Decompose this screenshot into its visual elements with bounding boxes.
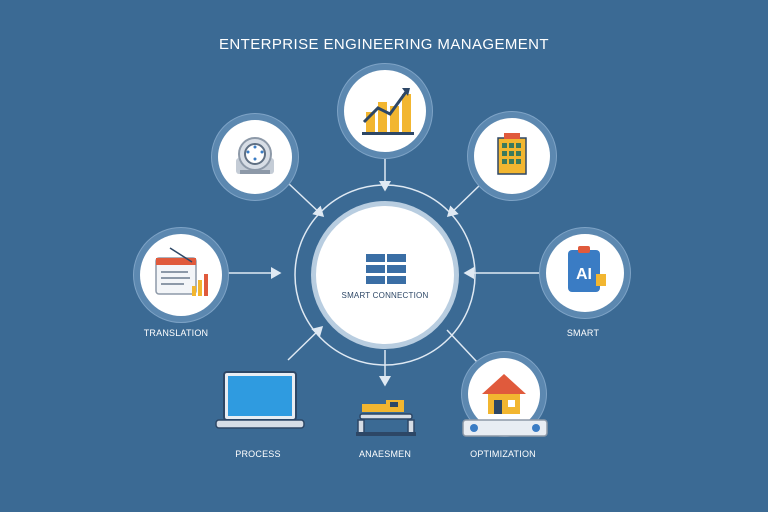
node-house[interactable] xyxy=(468,358,540,430)
label-smart: SMART xyxy=(566,328,600,338)
node-ai[interactable]: AI xyxy=(546,234,624,312)
arrow-top-left xyxy=(287,182,325,218)
node-truck[interactable] xyxy=(350,398,422,447)
document-chart-icon xyxy=(155,247,208,296)
node-building[interactable] xyxy=(474,118,550,194)
gauge-icon xyxy=(236,137,274,174)
building-icon xyxy=(497,133,527,175)
hub-smart-connection[interactable]: SMART CONNECTION xyxy=(316,206,454,344)
label-assessment: ANAESMEN xyxy=(358,449,412,459)
arrow-top-right xyxy=(446,182,483,218)
base-panel xyxy=(462,418,548,443)
laptop-icon xyxy=(215,371,305,429)
ai-badge: AI xyxy=(576,266,592,283)
node-bar-chart[interactable] xyxy=(344,70,426,152)
truck-icon xyxy=(356,400,416,436)
house-icon xyxy=(482,374,526,414)
hub-label: SMART CONNECTION xyxy=(341,291,429,300)
server-icon xyxy=(366,254,406,289)
arrow-bottom-left xyxy=(287,325,324,361)
node-gauge[interactable] xyxy=(218,120,292,194)
bar-chart-icon xyxy=(362,88,414,135)
label-optimization: OPTIMIZATION xyxy=(470,449,536,459)
base-panel-icon xyxy=(462,419,548,437)
ai-clipboard-icon: AI xyxy=(568,246,606,292)
node-laptop[interactable] xyxy=(214,370,306,439)
node-document-chart[interactable] xyxy=(140,234,222,316)
arrow-bottom-right xyxy=(446,329,479,364)
page-title: ENTERPRISE ENGINEERING MANAGEMENT xyxy=(219,36,549,53)
label-translation: TRANSLATION xyxy=(143,328,209,338)
label-process: PROCESS xyxy=(235,449,281,459)
